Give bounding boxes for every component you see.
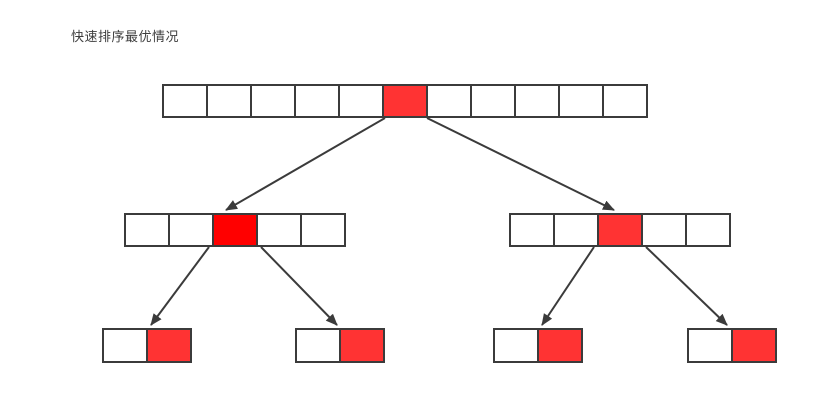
array-cell: [250, 84, 296, 118]
left-subarray: [124, 213, 346, 247]
array-cell: [514, 84, 560, 118]
array-cell: [602, 84, 648, 118]
array-cell: [294, 84, 340, 118]
pivot-cell: [731, 328, 777, 363]
root-array: [162, 84, 648, 118]
array-cell: [256, 213, 302, 247]
array-cell: [338, 84, 384, 118]
pivot-cell: [597, 213, 643, 247]
array-cell: [300, 213, 346, 247]
arrow-right-to-leaf3: [541, 246, 595, 326]
array-cell: [124, 213, 170, 247]
leaf-array-4: [687, 328, 777, 363]
array-cell: [553, 213, 599, 247]
leaf-array-1: [102, 328, 192, 363]
array-cell: [206, 84, 252, 118]
array-cell: [685, 213, 731, 247]
pivot-cell: [146, 328, 192, 363]
pivot-cell: [212, 213, 258, 247]
pivot-cell: [382, 84, 428, 118]
right-subarray: [509, 213, 731, 247]
array-cell: [641, 213, 687, 247]
arrow-root-to-left: [225, 117, 386, 211]
array-cell: [493, 328, 539, 363]
array-cell: [102, 328, 148, 363]
pivot-cell: [339, 328, 385, 363]
array-cell: [558, 84, 604, 118]
arrow-left-to-leaf2: [260, 246, 338, 326]
arrow-right-to-leaf4: [645, 246, 728, 326]
array-cell: [168, 213, 214, 247]
arrow-left-to-leaf1: [150, 246, 210, 326]
array-cell: [687, 328, 733, 363]
diagram-title: 快速排序最优情况: [71, 29, 180, 44]
array-cell: [426, 84, 472, 118]
leaf-array-2: [295, 328, 385, 363]
array-cell: [470, 84, 516, 118]
pivot-cell: [537, 328, 583, 363]
leaf-array-3: [493, 328, 583, 363]
array-cell: [295, 328, 341, 363]
arrow-root-to-right: [426, 117, 615, 211]
array-cell: [509, 213, 555, 247]
array-cell: [162, 84, 208, 118]
